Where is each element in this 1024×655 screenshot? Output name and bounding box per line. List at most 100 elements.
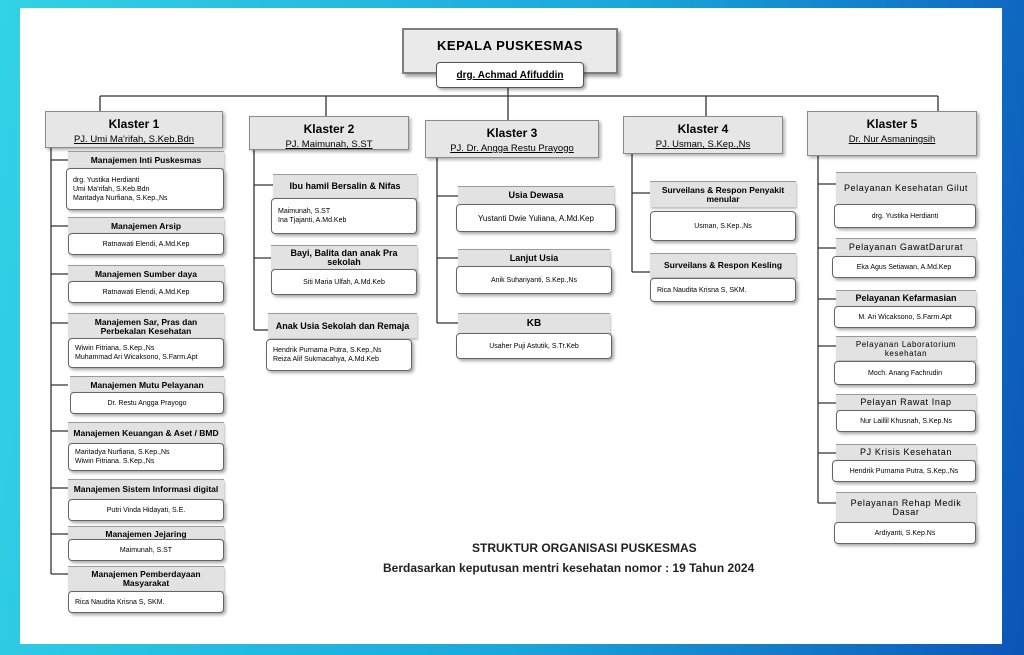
person-name: Maimunah, S.ST — [119, 546, 173, 554]
k1-unit-inti: Manajemen Inti Puskesmas — [68, 151, 224, 168]
k1-people-keuangan: Maritadya Nurfiana, S.Kep.,Ns Wiwin Fitr… — [68, 443, 224, 471]
cluster-3-header: Klaster 3 PJ. Dr. Angga Restu Prayogo — [425, 120, 599, 158]
person-name: Ardiyanti, S.Kep.Ns — [874, 529, 936, 537]
cluster-5-header: Klaster 5 Dr. Nur Asmaningsih — [807, 111, 977, 156]
k5-unit-laboratorium: Pelayanan Laboratorium kesehatan — [836, 336, 976, 360]
k5-people-laboratorium: Moch. Anang Fachrudin — [834, 361, 976, 385]
k1-unit-keuangan: Manajemen Keuangan & Aset / BMD — [68, 422, 224, 444]
k1-unit-sisinfo: Manajemen Sistem Informasi digital — [68, 479, 224, 499]
k1-people-sisinfo: Putri Vinda Hidayati, S.E. — [68, 499, 224, 521]
cluster-3-title: Klaster 3 — [486, 126, 538, 140]
person-name: Wiwin Fitriana. S.Kep.,Ns — [75, 458, 155, 465]
person-name: Eka Agus Setiawan, A.Md.Kep — [856, 263, 952, 271]
person-name: Muhammad Ari Wicaksono, S.Farm.Apt — [75, 354, 198, 361]
person-name: Ratnawati Elendi, A.Md.Kep — [102, 288, 190, 296]
cluster-1-pj: PJ. Umi Ma'rifah, S.Keb.Bdn — [73, 134, 195, 145]
k4-people-surveilans-menular: Usman, S.Kep.,Ns — [650, 211, 796, 241]
person-name: Umi Ma'rifah, S.Keb.Bdn — [73, 185, 150, 193]
k1-unit-pemberdayaan: Manajemen Pemberdayaan Masyarakat — [68, 566, 224, 591]
person-name: drg. Yustika Herdianti — [871, 212, 939, 220]
person-name: Moch. Anang Fachrudin — [868, 369, 942, 377]
k2-people-anak-sekolah: Hendrik Purnama Putra, S.Kep.,Ns Reiza A… — [266, 339, 412, 371]
k3-unit-usia-dewasa: Usia Dewasa — [458, 186, 614, 204]
k2-unit-ibu-hamil: Ibu hamil Bersalin & Nifas — [273, 174, 417, 198]
person-name: Usaher Puji Astutik, S.Tr.Keb — [489, 342, 579, 350]
person-name: Hendrik Purnama Putra, S.Kep.,Ns — [849, 467, 959, 475]
caption-subtitle: Berdasarkan keputusan mentri kesehatan n… — [383, 561, 755, 575]
cluster-1-title: Klaster 1 — [108, 117, 160, 131]
k1-unit-mutu: Manajemen Mutu Pelayanan — [70, 376, 224, 393]
person-name: Rica Naudita Krisna S, SKM. — [75, 598, 165, 606]
cluster-2-header: Klaster 2 PJ. Maimunah, S.ST — [249, 116, 409, 150]
person-name: Wiwin Fitriana, S.Kep.,Ns — [75, 345, 155, 352]
k5-unit-rawat-inap: Pelayan Rawat Inap — [836, 394, 976, 410]
k5-unit-rehap-medik: Pelayanan Rehap Medik Dasar — [836, 492, 976, 522]
k5-people-krisis: Hendrik Purnama Putra, S.Kep.,Ns — [832, 460, 976, 482]
person-name: M. Ari Wicaksono, S.Farm.Apt — [858, 313, 952, 321]
head-name-box: drg. Achmad Afifuddin — [436, 62, 584, 88]
k1-unit-sarpras: Manajemen Sar, Pras dan Perbekalan Keseh… — [68, 313, 224, 339]
k5-unit-gilut: Pelayanan Kesehatan Gilut — [836, 172, 976, 204]
k1-people-inti: drg. Yustika Herdianti Umi Ma'rifah, S.K… — [66, 168, 224, 210]
k5-people-kefarmasian: M. Ari Wicaksono, S.Farm.Apt — [834, 306, 976, 328]
k1-unit-jejaring: Manajemen Jejaring — [68, 526, 224, 541]
k3-unit-kb: KB — [458, 313, 610, 333]
person-name: Ratnawati Elendi, A.Md.Kep — [102, 240, 190, 248]
head-name: drg. Achmad Afifuddin — [456, 69, 564, 81]
k1-people-pemberdayaan: Rica Naudita Krisna S, SKM. — [68, 591, 224, 613]
k1-people-sarpras: Wiwin Fitriana, S.Kep.,Ns Muhammad Ari W… — [68, 338, 224, 368]
k2-people-bayi-balita: Siti Maria Ulfah, A.Md.Keb — [271, 269, 417, 295]
k3-people-usia-dewasa: Yustanti Dwie Yuliana, A.Md.Kep — [456, 204, 616, 232]
cluster-2-title: Klaster 2 — [303, 122, 355, 136]
person-name: Maritadya Nurfiana, S.Kep.,Ns — [73, 194, 168, 202]
k1-unit-arsip: Manajemen Arsip — [68, 217, 224, 234]
person-name: Maritadya Nurfiana, S.Kep.,Ns — [75, 449, 170, 456]
cluster-4-pj: PJ. Usman, S.Kep.,Ns — [655, 139, 751, 150]
k1-people-jejaring: Maimunah, S.ST — [68, 539, 224, 561]
person-name: Putri Vinda Hidayati, S.E. — [106, 506, 186, 514]
k1-people-sumberdaya: Ratnawati Elendi, A.Md.Kep — [68, 281, 224, 303]
k5-people-gawat-darurat: Eka Agus Setiawan, A.Md.Kep — [832, 256, 976, 278]
k3-unit-lanjut-usia: Lanjut Usia — [458, 249, 610, 267]
k4-unit-surveilans-kesling: Surveilans & Respon Kesling — [650, 253, 796, 277]
person-name: Maimunah, S.ST — [278, 208, 331, 215]
k1-people-arsip: Ratnawati Elendi, A.Md.Kep — [68, 233, 224, 255]
person-name: Hendrik Purnama Putra, S.Kep.,Ns — [273, 347, 382, 354]
k2-unit-anak-sekolah: Anak Usia Sekolah dan Remaja — [268, 313, 417, 338]
person-name: Rica Naudita Krisna S, SKM. — [657, 286, 747, 294]
k2-people-ibu-hamil: Maimunah, S.ST Ina Tjajanti, A.Md.Keb — [271, 198, 417, 234]
k1-people-mutu: Dr. Restu Angga Prayogo — [70, 392, 224, 414]
cluster-1-header: Klaster 1 PJ. Umi Ma'rifah, S.Keb.Bdn — [45, 111, 223, 148]
person-name: Yustanti Dwie Yuliana, A.Md.Kep — [478, 213, 594, 223]
k4-people-surveilans-kesling: Rica Naudita Krisna S, SKM. — [650, 278, 796, 302]
k3-people-kb: Usaher Puji Astutik, S.Tr.Keb — [456, 333, 612, 359]
cluster-4-header: Klaster 4 PJ. Usman, S.Kep.,Ns — [623, 116, 783, 154]
person-name: drg. Yustika Herdianti — [73, 176, 140, 184]
person-name: Nur Laillil Khusnah, S.Kep.Ns — [860, 417, 952, 425]
cluster-5-title: Klaster 5 — [866, 117, 918, 131]
k5-unit-krisis: PJ Krisis Kesehatan — [836, 444, 976, 460]
caption-title: STRUKTUR ORGANISASI PUSKESMAS — [472, 541, 697, 555]
person-name: Dr. Restu Angga Prayogo — [107, 399, 187, 407]
head-title: KEPALA PUSKESMAS — [437, 38, 583, 53]
cluster-3-pj: PJ. Dr. Angga Restu Prayogo — [450, 143, 574, 154]
person-name: Siti Maria Ulfah, A.Md.Keb — [303, 278, 385, 286]
k5-unit-gawat-darurat: Pelayanan GawatDarurat — [836, 238, 976, 256]
k1-unit-sumberdaya: Manajemen Sumber daya — [68, 265, 224, 282]
k5-people-gilut: drg. Yustika Herdianti — [834, 204, 976, 228]
k5-people-rawat-inap: Nur Laillil Khusnah, S.Kep.Ns — [836, 410, 976, 432]
person-name: Ina Tjajanti, A.Md.Keb — [278, 217, 347, 224]
k3-people-lanjut-usia: Anik Suhariyanti, S.Kep.,Ns — [456, 266, 612, 294]
cluster-5-pj: Dr. Nur Asmaningsih — [848, 134, 936, 145]
k5-unit-kefarmasian: Pelayanan Kefarmasian — [836, 290, 976, 306]
person-name: Anik Suhariyanti, S.Kep.,Ns — [491, 276, 577, 284]
k2-unit-bayi-balita: Bayi, Balita dan anak Pra sekolah — [271, 245, 417, 269]
k4-unit-surveilans-menular: Surveilans & Respon Penyakit menular — [650, 181, 796, 207]
person-name: Reiza Alif Sukmacahya, A.Md.Keb — [273, 356, 379, 363]
cluster-4-title: Klaster 4 — [677, 122, 729, 136]
connector-lines — [50, 88, 939, 575]
cluster-2-pj: PJ. Maimunah, S.ST — [285, 139, 373, 150]
k5-people-rehap-medik: Ardiyanti, S.Kep.Ns — [834, 522, 976, 544]
person-name: Usman, S.Kep.,Ns — [694, 222, 752, 230]
org-chart-canvas: KEPALA PUSKESMAS drg. Achmad Afifuddin K… — [20, 8, 1002, 644]
